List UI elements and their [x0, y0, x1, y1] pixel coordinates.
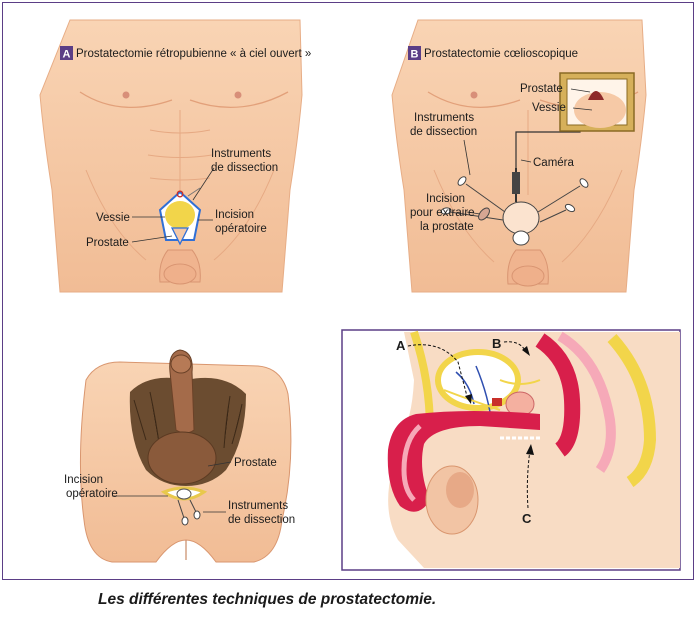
panel-d-section	[341, 329, 681, 571]
label-operatoire-c: opératoire	[66, 488, 118, 500]
label-vessie-b: Vessie	[532, 102, 566, 114]
figure-caption: Les différentes techniques de prostatect…	[98, 591, 437, 608]
panel-a-organs	[158, 187, 202, 246]
label-b-d: B	[492, 336, 501, 351]
panel-b-title-group: B Prostatectomie cœlioscopique	[408, 46, 578, 61]
badge-a-text: A	[63, 49, 71, 61]
label-instruments-c: Instruments	[228, 500, 288, 512]
label-incision-a: Incision	[215, 209, 254, 221]
panel-b-torso	[391, 19, 647, 293]
label-dissection-a: de dissection	[211, 162, 278, 174]
label-prostate-b: Prostate	[520, 83, 563, 95]
nipple-icon	[470, 91, 478, 99]
label-c-d: C	[522, 511, 532, 526]
nipple-icon	[234, 91, 242, 99]
panel-b-title: Prostatectomie cœlioscopique	[424, 48, 578, 60]
panel-a-title: Prostatectomie rétropubienne « à ciel ou…	[76, 48, 311, 60]
label-a-d: A	[396, 338, 406, 353]
label-prostate-a: Prostate	[86, 237, 129, 249]
panel-b-monitor	[559, 72, 635, 132]
label-instruments-a: Instruments	[211, 148, 271, 160]
label-instruments-b: Instruments	[414, 112, 474, 124]
badge-b	[408, 46, 421, 60]
label-vessie-a: Vessie	[96, 212, 130, 224]
panel-c-labels: Prostate Incision opératoire Instruments…	[64, 457, 295, 526]
label-extraire-b: pour extraire	[410, 207, 475, 219]
label-la-prostate-b: la prostate	[420, 221, 474, 233]
panel-d-labels: A B C	[396, 336, 534, 526]
label-dissection-b: de dissection	[410, 126, 477, 138]
panel-a-torso	[39, 19, 303, 293]
panel-b-labels: Prostate Vessie Instruments de dissectio…	[410, 83, 593, 233]
panel-c-anatomy	[79, 349, 292, 563]
label-dissection-c: de dissection	[228, 514, 295, 526]
panel-b-organs	[440, 126, 589, 246]
nipple-icon	[122, 91, 130, 99]
badge-a	[60, 46, 73, 60]
badge-b-text: B	[411, 49, 419, 61]
camera-icon	[512, 172, 520, 194]
label-incision-c: Incision	[64, 474, 103, 486]
panel-a-title-group: A Prostatectomie rétropubienne « à ciel …	[60, 46, 311, 61]
label-operatoire-a: opératoire	[215, 223, 267, 235]
label-prostate-c: Prostate	[234, 457, 277, 469]
label-camera-b: Caméra	[533, 157, 575, 169]
label-incision-b: Incision	[426, 193, 465, 205]
panel-a-labels: Instruments de dissection Vessie Incisio…	[86, 148, 278, 249]
